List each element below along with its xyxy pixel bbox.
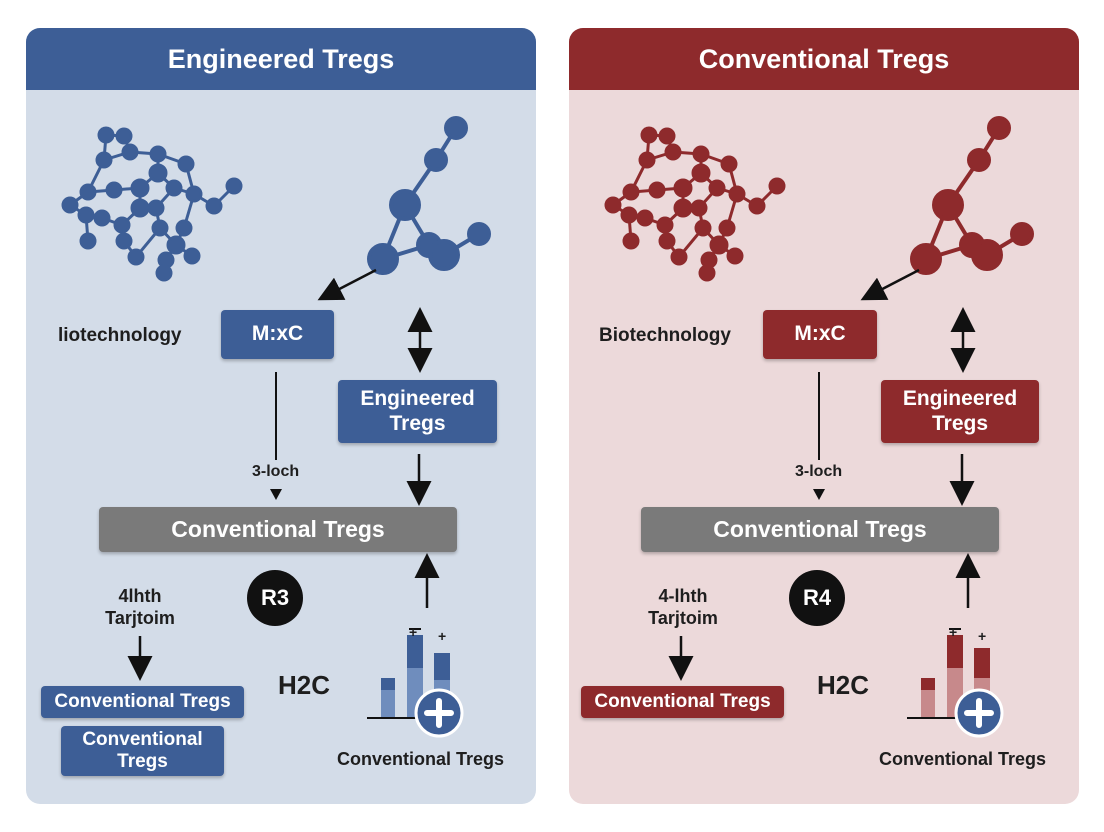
mxc-box: M:xC (221, 310, 334, 359)
step-label: 3-loch (795, 463, 843, 480)
arrow-to-mxc (860, 268, 920, 301)
plus-mark: + (978, 628, 987, 644)
mxc-box: M:xC (763, 310, 877, 359)
badge-label: R4 (802, 585, 832, 610)
engineered-tregs-panel: Engineered Tregs (26, 28, 536, 804)
note-line2: Tarjtoim (648, 608, 718, 628)
chart-bar (921, 690, 935, 718)
plus-icon (964, 698, 994, 728)
conventional-tregs-panel: Conventional Tregs (569, 28, 1079, 804)
h2c-formula: H2C (817, 670, 870, 700)
engineered-tregs-box: Engineered Tregs (338, 380, 497, 443)
conventional-tregs-bar-label: Conventional Tregs (171, 516, 385, 543)
bottom-box2-label: Conventional Tregs (82, 729, 203, 772)
molecule-cluster-icon (604, 126, 786, 282)
mxc-label: M:xC (251, 322, 304, 346)
h2c-formula: H2C (278, 670, 331, 700)
side-label: liotechnology (58, 325, 182, 346)
engineered-tregs-label: Engineered Tregs (360, 387, 475, 435)
bar-chart-icon (367, 628, 464, 738)
chart-bar (381, 690, 395, 718)
engineered-tregs-label: Engineered Tregs (902, 387, 1018, 435)
conventional-tregs-bar-label: Conventional Tregs (713, 516, 927, 543)
conventional-tregs-bar: Conventional Tregs (99, 507, 457, 552)
bottom-box1-label: Conventional Tregs (594, 691, 771, 713)
panel-title: Conventional Tregs (698, 43, 950, 74)
bottom-box1-label: Conventional Tregs (54, 691, 231, 713)
arrow-to-mxc (317, 268, 377, 301)
badge-label: R3 (260, 585, 290, 610)
arrowhead-down (813, 489, 825, 500)
panel-header: Engineered Tregs (26, 28, 536, 90)
side-label: Biotechnology (599, 325, 731, 346)
plus-mark: + (409, 624, 418, 640)
r-badge: R3 (247, 570, 303, 626)
panel-header: Conventional Tregs (569, 28, 1079, 90)
diagram-graphics (61, 116, 491, 738)
conventional-tregs-box-2: Conventional Tregs (61, 726, 224, 776)
step-label: 3-loch (252, 463, 300, 480)
molecule-icon (910, 116, 1034, 275)
chart-caption: Conventional Tregs (879, 749, 1047, 769)
plus-mark: + (949, 624, 958, 640)
plus-icon (424, 698, 454, 728)
mxc-label: M:xC (794, 322, 846, 346)
molecule-icon (367, 116, 491, 275)
conventional-tregs-box-1: Conventional Tregs (581, 686, 784, 718)
engineered-tregs-box: Engineered Tregs (881, 380, 1039, 443)
chart-caption: Conventional Tregs (337, 749, 505, 769)
note-line2: Tarjtoim (105, 608, 175, 628)
conventional-tregs-bar: Conventional Tregs (641, 507, 999, 552)
plus-mark: + (438, 628, 447, 644)
arrowhead-down (270, 489, 282, 500)
bar-chart-icon (907, 628, 1004, 738)
molecule-cluster-icon (61, 126, 243, 282)
panel-title: Engineered Tregs (167, 43, 395, 74)
conventional-tregs-box-1: Conventional Tregs (41, 686, 244, 718)
diagram-graphics (604, 116, 1034, 738)
r-badge: R4 (789, 570, 845, 626)
note-line1: 4-lhth (658, 586, 708, 606)
note-line1: 4lhth (118, 586, 162, 606)
